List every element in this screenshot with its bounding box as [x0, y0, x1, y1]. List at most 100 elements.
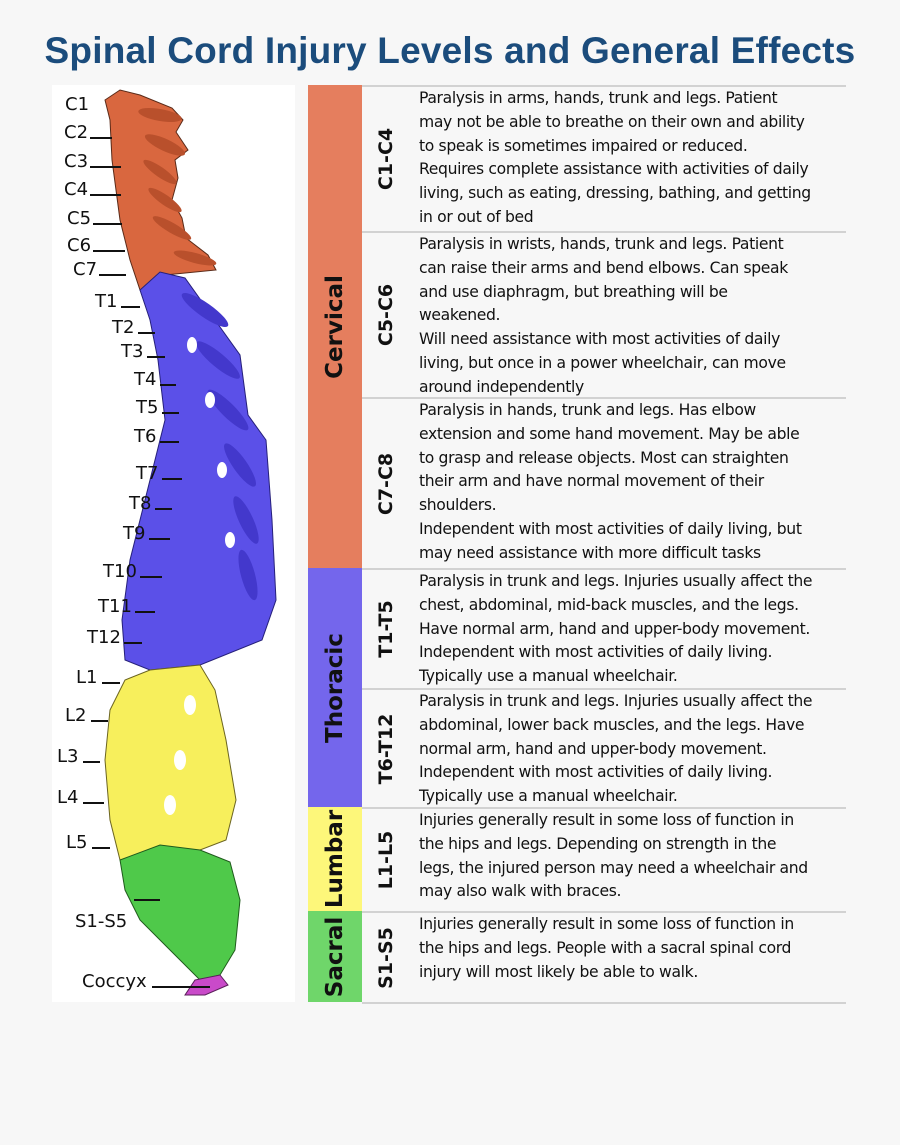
vertebra-label: T5 [136, 397, 159, 418]
table-row: C1-C4 Paralysis in arms, hands, trunk and… [362, 85, 846, 231]
level-cell: T1-T5 [362, 570, 410, 688]
description-line: may need assistance with more difficult … [419, 543, 761, 562]
level-label: C7-C8 [375, 452, 397, 515]
region-thoracic: Thoracic [308, 568, 362, 807]
description-line: extension and some hand movement. May be… [419, 424, 800, 443]
vertebra-label: C3 [64, 151, 89, 172]
vertebra-label: T4 [134, 369, 157, 390]
level-cell: T6-T12 [362, 690, 410, 807]
vertebra-label: C7 [73, 259, 98, 280]
description-line: Independent with most activities of dail… [419, 643, 773, 662]
effects-description: Paralysis in hands, trunk and legs. Has … [419, 399, 802, 566]
description-line: their arm and have normal movement of th… [419, 472, 764, 491]
region-label: Lumbar [322, 809, 348, 909]
level-label: C5-C6 [375, 283, 397, 347]
vertebra-label: C2 [64, 122, 89, 143]
vertebra-label: T3 [121, 341, 144, 362]
description-line: Will need assistance with most activitie… [419, 330, 780, 349]
vertebra-label: T11 [98, 596, 132, 617]
region-label: Sacral [322, 916, 348, 997]
spine-drawing [83, 89, 277, 996]
vertebra-label: T1 [95, 291, 118, 312]
table-row: S1-S5 Injuries generally result in some l… [362, 911, 846, 1004]
vertebra-label: L5 [66, 832, 88, 853]
description-line: the hips and legs. People with a sacral … [419, 938, 792, 957]
vertebra-label: T8 [129, 493, 152, 514]
vertebra-label: L1 [76, 667, 98, 688]
description-line: Injuries generally result in some loss o… [419, 915, 794, 933]
table-row: T1-T5 Paralysis in trunk and legs. Injuri… [362, 568, 846, 688]
description-line: Paralysis in wrists, hands, trunk and le… [419, 235, 784, 253]
region-label: Cervical [322, 274, 348, 379]
description-line: Typically use a manual wheelchair. [419, 667, 678, 686]
description-line: shoulders. [419, 496, 497, 515]
vertebra-label: T6 [134, 426, 157, 447]
description-line: to grasp and release objects. Most can s… [419, 448, 789, 467]
thoracic-vertebrae [121, 271, 277, 671]
vertebra-label: T7 [136, 463, 159, 484]
region-label: Thoracic [322, 632, 348, 743]
vertebra-label: C4 [64, 179, 89, 200]
coccyx [184, 974, 229, 996]
level-label: T1-T5 [375, 600, 397, 658]
sacrum [119, 844, 241, 981]
description-line: Independent with most activities of dail… [419, 763, 773, 782]
description-line: Paralysis in hands, trunk and legs. Has … [419, 401, 756, 419]
description-line: Paralysis in trunk and legs. Injuries us… [419, 572, 813, 590]
description-line: around independently [419, 377, 584, 396]
lumbar-vertebrae [104, 664, 237, 861]
region-cervical: Cervical [308, 85, 362, 568]
table-row: L1-L5 Injuries generally result in some l… [362, 807, 846, 911]
table-row: C5-C6 Paralysis in wrists, hands, trunk a… [362, 231, 846, 397]
level-label: L1-L5 [375, 830, 397, 890]
level-label: S1-S5 [375, 926, 397, 989]
description-line: may not be able to breathe on their own … [419, 112, 805, 131]
level-label: C1-C4 [375, 127, 397, 191]
level-cell: L1-L5 [362, 809, 410, 911]
level-cell: C7-C8 [362, 399, 410, 568]
effects-description: Paralysis in arms, hands, trunk and legs… [419, 87, 811, 230]
vertebra-label: C1 [65, 94, 90, 115]
vertebra-label: C5 [67, 208, 92, 229]
effects-description: Injuries generally result in some loss o… [419, 913, 794, 984]
vertebra-label: S1-S5 [75, 911, 128, 932]
description-line: the hips and legs. Depending on strength… [419, 834, 777, 853]
region-lumbar: Lumbar [308, 807, 362, 911]
region-sacral: Sacral [308, 911, 362, 1002]
description-line: Requires complete assistance with activi… [419, 160, 809, 179]
vertebra-label: L2 [65, 705, 87, 726]
description-line: Have normal arm, hand and upper-body mov… [419, 619, 810, 638]
effects-description: Paralysis in trunk and legs. Injuries us… [419, 570, 812, 689]
level-cell: C5-C6 [362, 233, 410, 397]
description-line: living, such as eating, dressing, bathin… [419, 184, 811, 203]
vertebra-label: L3 [57, 746, 79, 767]
table-row: T6-T12 Paralysis in trunk and legs. Injur… [362, 688, 846, 807]
level-cell: S1-S5 [362, 913, 410, 1002]
description-line: living, but once in a power wheelchair, … [419, 353, 786, 372]
table-row: C7-C8 Paralysis in hands, trunk and legs.… [362, 397, 846, 568]
description-line: to speak is sometimes impaired or reduce… [419, 136, 748, 155]
level-label: T6-T12 [375, 713, 397, 784]
effects-description: Paralysis in trunk and legs. Injuries us… [419, 690, 812, 809]
vertebra-label: L4 [57, 787, 79, 808]
description-line: abdominal, lower back muscles, and the l… [419, 715, 805, 734]
vertebra-label: Coccyx [82, 971, 147, 992]
vertebra-label: T12 [87, 627, 121, 648]
effects-description: Injuries generally result in some loss o… [419, 809, 808, 904]
spine-illustration [52, 85, 295, 1002]
cervical-vertebrae [104, 89, 217, 291]
description-line: Paralysis in trunk and legs. Injuries us… [419, 692, 813, 710]
description-line: may also walk with braces. [419, 882, 622, 901]
page-title: Spinal Cord Injury Levels and General Ef… [44, 30, 856, 71]
vertebra-label: C6 [67, 235, 92, 256]
vertebra-label: T9 [123, 523, 146, 544]
vertebra-label: T2 [112, 317, 135, 338]
description-line: injury will most likely be able to walk. [419, 962, 698, 981]
description-line: in or out of bed [419, 207, 534, 226]
description-line: can raise their arms and bend elbows. Ca… [419, 258, 788, 277]
description-line: and use diaphragm, but breathing will be [419, 282, 728, 301]
description-line: normal arm, hand and upper-body movement… [419, 739, 767, 758]
description-line: legs, the injured person may need a whee… [419, 858, 808, 877]
description-line: Injuries generally result in some loss o… [419, 811, 794, 829]
